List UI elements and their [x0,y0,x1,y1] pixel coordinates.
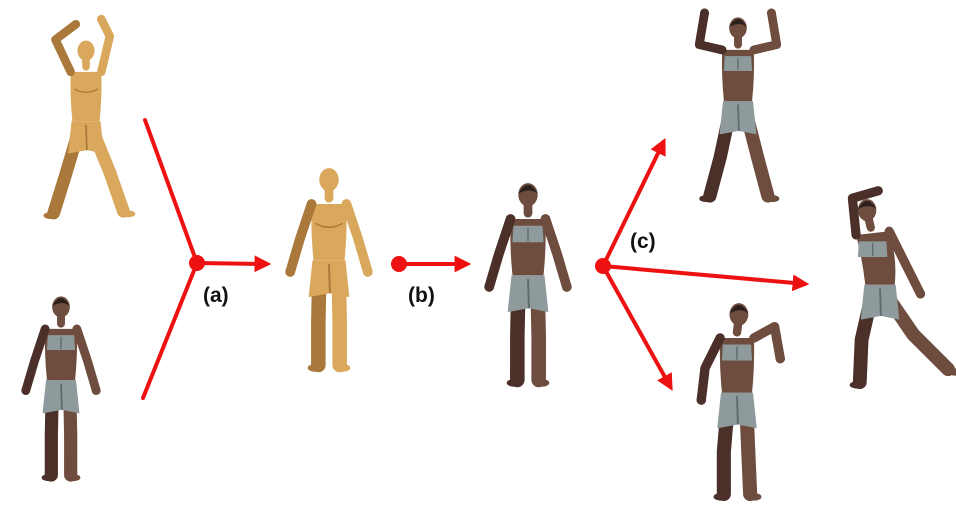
figure-body [850,186,956,388]
left-hand [72,20,81,29]
shorts-seam [737,396,738,424]
right-hand [562,282,572,292]
figure-body [697,303,785,500]
right-hand [363,267,373,277]
figure-body [44,15,136,219]
right-arm [754,13,777,50]
right-hand [97,15,106,24]
right-foot [765,195,779,202]
left-foot [44,212,58,219]
left-foot [42,474,56,481]
right-arm [754,327,780,359]
connector-a-upper-branch [145,120,197,263]
left-hand [700,9,709,18]
torso [70,72,101,121]
shorts-seam [880,288,881,316]
left-arm [55,24,75,72]
connector-b [391,256,468,272]
torso [311,204,346,260]
junction-dot-a [189,255,205,271]
label-c: (c) [630,230,656,253]
left-arm [489,219,510,287]
figure-body [484,183,571,387]
junction-dot-c [595,258,611,274]
left-arm [701,338,720,400]
figure-body [699,9,779,203]
left-foot [507,379,523,387]
left-foot [850,381,865,388]
start-dot-b [391,256,407,272]
left-hand [697,395,706,404]
figure-body [21,296,100,481]
reposed-avatar-side-bend [850,186,956,388]
right-hand [767,9,776,18]
input-scan-mesh [44,15,136,219]
left-arm [26,329,45,391]
label-b: (b) [408,284,435,307]
head [319,168,338,191]
left-foot [714,493,729,501]
right-foot [335,364,351,372]
left-hand [21,386,30,395]
left-hand [874,186,883,195]
input-textured-person [21,296,100,481]
right-hand [92,386,101,395]
right-arm [101,19,110,72]
canonical-textured-avatar [484,183,571,387]
left-hand [484,282,494,292]
shorts-seam [61,383,62,409]
right-foot [534,379,550,387]
figure-body [285,168,372,372]
arrow-c-right [603,266,806,284]
shorts-seam [738,104,739,130]
canonical-mesh [285,168,372,372]
arrow-c-down [603,266,671,388]
right-arm [346,204,367,272]
reposed-avatar-dance [697,303,785,500]
left-arm [699,13,722,50]
right-foot [122,210,136,217]
right-hand [916,289,925,298]
label-a: (a) [203,284,229,307]
head [78,40,95,60]
right-arm [545,219,566,287]
shorts-seam [86,125,87,151]
shorts-seam [329,264,330,293]
right-foot [746,493,761,501]
left-hand [285,267,295,277]
left-foot [699,195,713,202]
right-foot [66,474,80,481]
connector-a [143,120,268,398]
right-arm [77,329,96,391]
arrow-a [197,263,268,264]
connector-a-lower-branch [143,263,197,398]
right-hand [776,354,785,363]
left-foot [308,364,324,372]
reposed-avatar-flex [699,9,779,203]
left-arm [290,204,311,272]
shorts-seam [528,279,529,308]
